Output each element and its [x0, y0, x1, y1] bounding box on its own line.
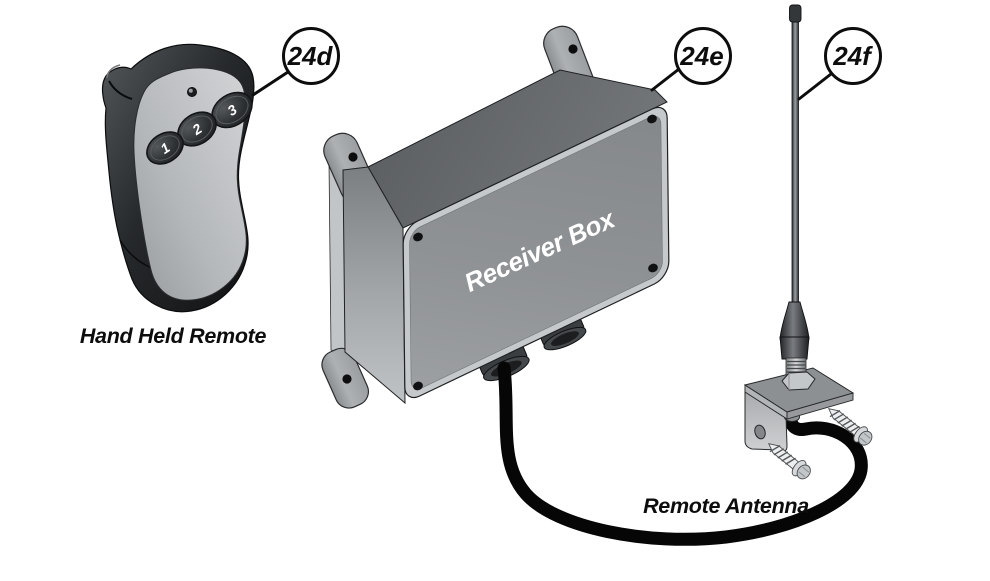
callout-24f-leader [797, 72, 833, 101]
callout-24d-bubble [282, 27, 340, 85]
receiver-screw-top-right [647, 114, 657, 124]
remote-keyring-highlight [106, 64, 121, 79]
callout-24f-bubble [824, 27, 882, 85]
callout-24e-bubble [674, 27, 732, 85]
callout-24e-label: 24e [679, 41, 723, 71]
remote-antenna: Remote Antenna [643, 4, 873, 518]
callout-24e-leader [650, 67, 681, 92]
antenna-screw-upper [827, 407, 873, 446]
antenna-bracket-hole [754, 424, 766, 440]
remote-caption: Hand Held Remote [80, 324, 267, 348]
hand-held-remote: 3 2 1 Hand Held Remote [80, 43, 267, 348]
callout-24d-leader [251, 70, 290, 97]
antenna-threaded-stud [785, 357, 807, 376]
remote-led [186, 87, 197, 98]
remote-button-1[interactable] [141, 125, 189, 170]
receiver-mount-hole-bottom-left [342, 374, 352, 384]
callout-24f-label: 24f [832, 41, 873, 71]
receiver-front-panel [409, 112, 662, 393]
receiver-box: Receiver Box [321, 25, 669, 409]
receiver-mount-hole-top-right [568, 44, 578, 54]
antenna-screw-lower [767, 442, 811, 480]
callout-24d-label: 24d [287, 41, 334, 71]
receiver-screw-bottom-left [413, 381, 423, 391]
receiver-screw-bottom-right [648, 263, 658, 273]
antenna-rod-tip [789, 4, 802, 23]
remote-keyring-notch [108, 80, 133, 100]
remote-button-2[interactable] [172, 105, 223, 152]
antenna-rod [791, 19, 799, 306]
antenna-caption: Remote Antenna [643, 494, 809, 518]
antenna-cable [497, 361, 868, 546]
callout-24f: 24f [797, 27, 882, 101]
callout-24d: 24d [251, 27, 340, 97]
antenna-base-cylinder [779, 336, 810, 360]
receiver-screw-top-left [413, 232, 423, 242]
antenna-base-cone [779, 301, 810, 340]
receiver-mount-hole-top-left [348, 152, 358, 162]
callout-24e: 24e [650, 27, 732, 92]
